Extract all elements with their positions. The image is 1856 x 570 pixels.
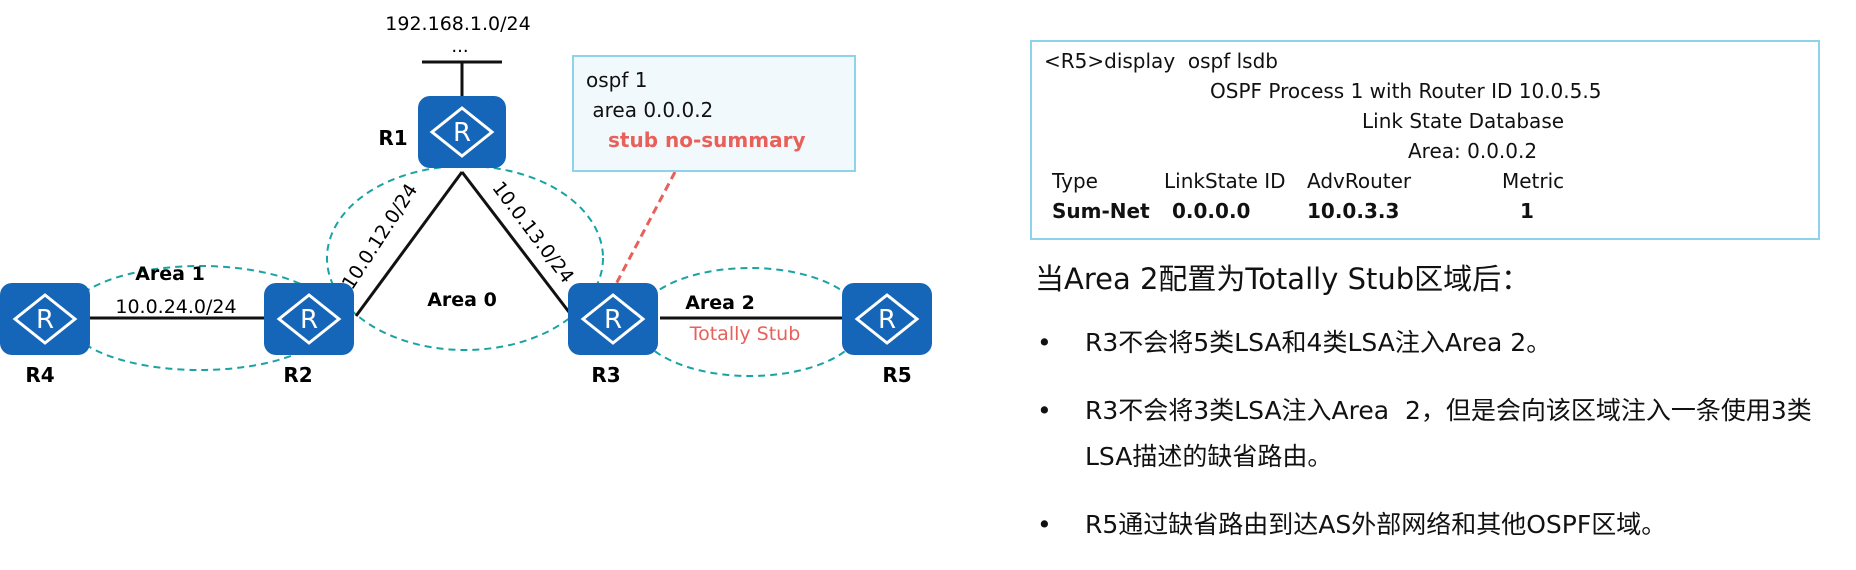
router-r5-label: R5 [882, 363, 911, 387]
lsdb-title: Link State Database [1362, 109, 1565, 133]
lsdb-cell-type: Sum-Net [1052, 199, 1150, 223]
lsdb-header-type: Type [1052, 169, 1098, 193]
r3-config-callout: ospf 1 area 0.0.0.2 stub no-summary [572, 55, 856, 172]
lan-network-label: 192.168.1.0/24 [385, 13, 530, 35]
router-r2-icon[interactable]: R [264, 283, 354, 355]
lsdb-command: <R5>display ospf lsdb [1044, 49, 1278, 73]
area0-label: Area 0 [427, 289, 497, 311]
config-line-process: ospf 1 [586, 68, 648, 92]
link-r4-r2-subnet: 10.0.24.0/24 [115, 296, 236, 318]
explanation-list: • R3不会将5类LSA和4类LSA注入Area 2。 • R3不会将3类LSA… [1035, 320, 1855, 570]
lsdb-cell-linkstate-id: 0.0.0.0 [1172, 199, 1251, 223]
area2-boundary [636, 267, 864, 377]
svg-text:R: R [453, 118, 471, 148]
lsdb-header-linkstate-id: LinkState ID [1164, 169, 1286, 193]
lsdb-area: Area: 0.0.0.2 [1408, 139, 1538, 163]
svg-text:R: R [878, 305, 896, 335]
router-r4-icon[interactable]: R [0, 283, 90, 355]
explanation-heading: 当Area 2配置为Totally Stub区域后： [1035, 262, 1531, 296]
area2-type-label: Totally Stub [689, 323, 801, 345]
lsdb-header-advrouter: AdvRouter [1307, 169, 1412, 193]
svg-text:R: R [36, 305, 54, 335]
config-line-area: area 0.0.0.2 [586, 98, 714, 122]
router-r2-label: R2 [283, 363, 312, 387]
explanation-item-text: R3不会将3类LSA注入Area 2，但是会向该区域注入一条使用3类LSA描述的… [1085, 396, 1812, 471]
svg-text:R: R [300, 305, 318, 335]
link-r1-r3 [460, 171, 574, 317]
lsdb-header-row: Type LinkState ID AdvRouter Metric [1044, 166, 1806, 196]
router-r1-icon[interactable]: R [418, 96, 506, 168]
area2-label: Area 2 [685, 292, 755, 314]
lsdb-process-line: OSPF Process 1 with Router ID 10.0.5.5 [1210, 79, 1602, 103]
area1-label: Area 1 [135, 263, 205, 285]
lsdb-output-panel: <R5>display ospf lsdb OSPF Process 1 wit… [1030, 40, 1820, 240]
explanation-item: • R5通过缺省路由到达AS外部网络和其他OSPF区域。 [1035, 502, 1855, 548]
explanation-item-text: R3不会将5类LSA和4类LSA注入Area 2。 [1085, 328, 1552, 357]
router-r4-label: R4 [25, 363, 54, 387]
router-r1-label: R1 [378, 126, 407, 150]
explanation-item: • R3不会将5类LSA和4类LSA注入Area 2。 [1035, 320, 1855, 366]
link-r2-r1 [354, 171, 464, 317]
config-line-stub: stub no-summary [608, 128, 806, 152]
bullet-icon: • [1037, 396, 1052, 425]
bullet-icon: • [1037, 328, 1052, 357]
link-r1-r2-subnet: 10.0.12.0/24 [338, 180, 422, 294]
svg-text:R: R [604, 305, 622, 335]
router-r5-icon[interactable]: R [842, 283, 932, 355]
explanation-item-text: R5通过缺省路由到达AS外部网络和其他OSPF区域。 [1085, 510, 1667, 539]
router-r3-icon[interactable]: R [568, 283, 658, 355]
ospf-topology-diagram: R R R R R 192.168.1.0/24 ... R1 R2 R4 R3… [0, 13, 932, 387]
bullet-icon: • [1037, 510, 1052, 539]
explanation-item: • R3不会将3类LSA注入Area 2，但是会向该区域注入一条使用3类LSA描… [1035, 388, 1855, 480]
lan-ellipsis: ... [451, 36, 468, 57]
router-r3-label: R3 [591, 363, 620, 387]
lsdb-cell-advrouter: 10.0.3.3 [1307, 199, 1400, 223]
config-callout-pointer [613, 171, 677, 287]
lsdb-header-metric: Metric [1502, 169, 1565, 193]
lsdb-data-row: Sum-Net 0.0.0.0 10.0.3.3 1 [1044, 196, 1806, 226]
lsdb-cell-metric: 1 [1520, 199, 1534, 223]
